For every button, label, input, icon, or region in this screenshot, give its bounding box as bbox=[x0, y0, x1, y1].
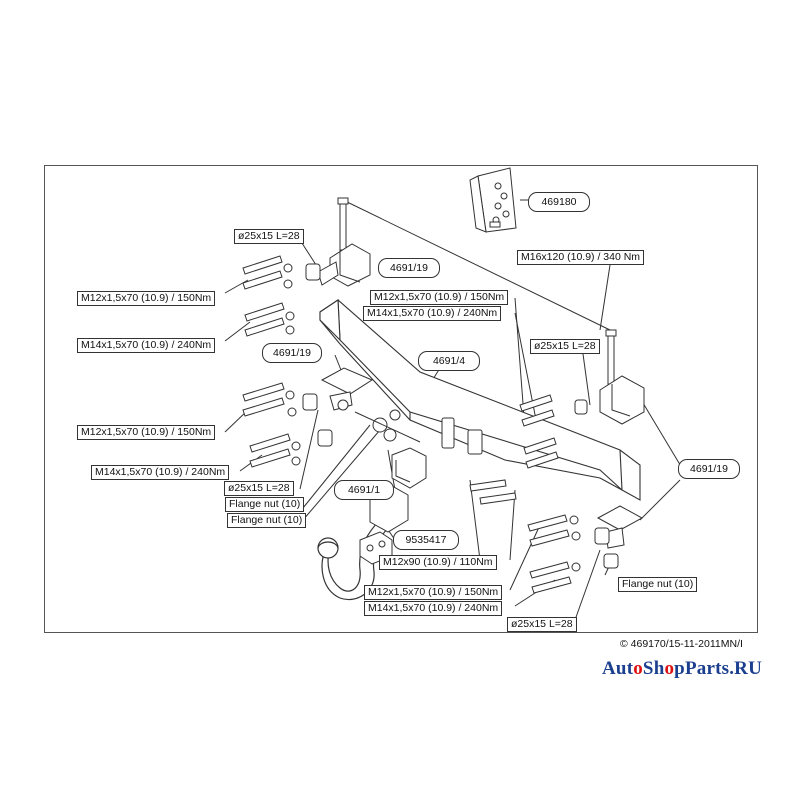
label-bolt-m12-center: M12x1,5x70 (10.9) / 150Nm bbox=[370, 290, 509, 305]
tag-bracket-right: 4691/19 bbox=[678, 459, 740, 479]
tag-bracket-top: 4691/19 bbox=[378, 258, 440, 278]
label-bolt-m14-bottom: M14x1,5x70 (10.9) / 240Nm bbox=[364, 601, 503, 616]
label-bolt-m14-mid-left: M14x1,5x70 (10.9) / 240Nm bbox=[91, 465, 230, 480]
watermark-o-icon: o bbox=[633, 658, 643, 679]
label-bolt-m16: M16x120 (10.9) / 340 Nm bbox=[517, 250, 645, 265]
watermark-part-3: pParts.RU bbox=[674, 658, 762, 679]
label-flange-nut-1: Flange nut (10) bbox=[225, 497, 305, 512]
label-bolt-m14-top-left: M14x1,5x70 (10.9) / 240Nm bbox=[77, 338, 216, 353]
watermark-part-1: Aut bbox=[602, 658, 634, 679]
tag-socket-plate: 9535417 bbox=[393, 530, 459, 550]
label-bolt-m14-center: M14x1,5x70 (10.9) / 240Nm bbox=[363, 306, 502, 321]
label-spacer-left: ø25x15 L=28 bbox=[224, 481, 294, 496]
watermark-logo: AutoShopParts.RU bbox=[602, 658, 762, 680]
watermark-part-2: Sh bbox=[642, 658, 665, 679]
label-bolt-m12-bottom: M12x1,5x70 (10.9) / 150Nm bbox=[364, 585, 503, 600]
drawing-frame bbox=[44, 165, 758, 633]
label-spacer-top: ø25x15 L=28 bbox=[234, 229, 304, 244]
label-bolt-m12-mid-left: M12x1,5x70 (10.9) / 150Nm bbox=[77, 425, 216, 440]
tag-kit-code: 469180 bbox=[528, 192, 590, 212]
label-bolt-m12x90: M12x90 (10.9) / 110Nm bbox=[379, 555, 497, 570]
tag-bracket-left: 4691/19 bbox=[262, 343, 322, 363]
label-spacer-bottom: ø25x15 L=28 bbox=[507, 617, 577, 632]
copyright-text: © 469170/15-11-2011MN/I bbox=[620, 638, 743, 650]
label-bolt-m12-top-left: M12x1,5x70 (10.9) / 150Nm bbox=[77, 291, 216, 306]
watermark-o-icon-2: o bbox=[664, 658, 675, 679]
label-flange-nut-right: Flange nut (10) bbox=[618, 577, 698, 592]
tag-towball: 4691/1 bbox=[334, 480, 394, 500]
tag-crossbar: 4691/4 bbox=[418, 351, 480, 371]
label-spacer-right: ø25x15 L=28 bbox=[530, 339, 600, 354]
label-flange-nut-2: Flange nut (10) bbox=[227, 513, 307, 528]
